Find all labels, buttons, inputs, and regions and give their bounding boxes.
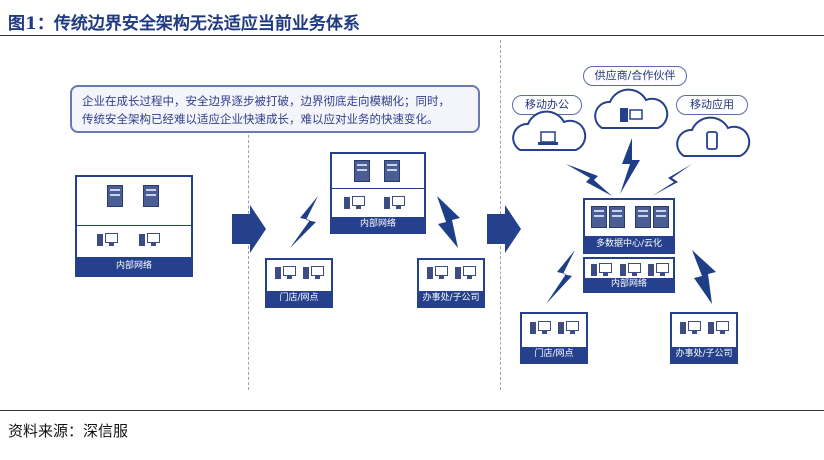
cloud-laptop-icon: [512, 110, 587, 151]
divider: [77, 225, 191, 226]
callout-box: 企业在成长过程中，安全边界逐步被打破，边界彻底走向模糊化；同时， 传统安全架构已…: [70, 85, 480, 133]
figure-title: 图1：传统边界安全架构无法适应当前业务体系: [8, 14, 360, 34]
computer-icon: [558, 321, 580, 335]
server-icon: [107, 185, 123, 207]
computer-icon: [591, 263, 613, 277]
callout-line-2: 传统安全架构已经难以适应企业快速成长，难以应对业务的快速变化。: [82, 112, 439, 126]
lightning-icon: [437, 196, 460, 248]
lightning-icon: [566, 164, 612, 196]
stage2-office-box: 办事处/子公司: [417, 258, 485, 308]
stage3-network-box: 内部网络: [583, 257, 675, 293]
tag-supplier: 供应商/合作伙伴: [583, 66, 687, 86]
lightning-icon: [546, 250, 575, 304]
computer-icon: [139, 233, 161, 247]
server-icon: [653, 206, 669, 228]
computer-icon: [303, 266, 325, 280]
server-icon: [384, 160, 400, 182]
lightning-icon: [290, 196, 318, 248]
server-icon: [591, 206, 607, 228]
stage2-network-label: 内部网络: [332, 217, 424, 232]
server-icon: [609, 206, 625, 228]
stage2-office-label: 办事处/子公司: [419, 291, 483, 306]
datacenter-box: 多数据中心/云化: [583, 198, 675, 254]
cloud-server-icon: [594, 88, 669, 129]
computer-icon: [620, 263, 642, 277]
computer-icon: [455, 266, 477, 280]
stage3-office-label: 办事处/子公司: [672, 347, 736, 362]
stage3-office-box: 办事处/子公司: [670, 312, 738, 364]
stage3-store-label: 门店/网点: [522, 347, 586, 362]
bottom-rule: [0, 410, 824, 411]
separator-1: [248, 135, 249, 390]
stage3-store-box: 门店/网点: [520, 312, 588, 364]
stage-arrow-icon: [487, 205, 521, 253]
stage1-network-label: 内部网络: [77, 257, 191, 275]
top-rule: [0, 35, 824, 36]
server-icon: [354, 160, 370, 182]
computer-icon: [344, 196, 366, 210]
stage2-store-label: 门店/网点: [267, 291, 331, 306]
lightning-icon: [620, 138, 640, 194]
computer-icon: [530, 321, 552, 335]
figure-source: 资料来源：深信服: [8, 422, 129, 440]
computer-icon: [275, 266, 297, 280]
datacenter-label: 多数据中心/云化: [585, 236, 673, 252]
server-icon: [635, 206, 651, 228]
computer-icon: [708, 321, 730, 335]
tag-mobile-app: 移动应用: [676, 95, 748, 115]
callout-line-1: 企业在成长过程中，安全边界逐步被打破，边界彻底走向模糊化；同时，: [82, 94, 450, 108]
lightning-icon: [652, 164, 692, 196]
stage3-network-label: 内部网络: [585, 278, 673, 291]
divider: [332, 188, 424, 189]
computer-icon: [384, 196, 406, 210]
stage1-network-box: 内部网络: [75, 175, 193, 277]
stage2-network-box: 内部网络: [330, 152, 426, 234]
computer-icon: [648, 263, 670, 277]
computer-icon: [97, 233, 119, 247]
server-icon: [143, 185, 159, 207]
computer-icon: [427, 266, 449, 280]
lightning-icon: [692, 250, 716, 304]
cloud-phone-icon: [676, 116, 751, 157]
computer-icon: [680, 321, 702, 335]
stage2-store-box: 门店/网点: [265, 258, 333, 308]
stage-arrow-icon: [232, 205, 266, 253]
